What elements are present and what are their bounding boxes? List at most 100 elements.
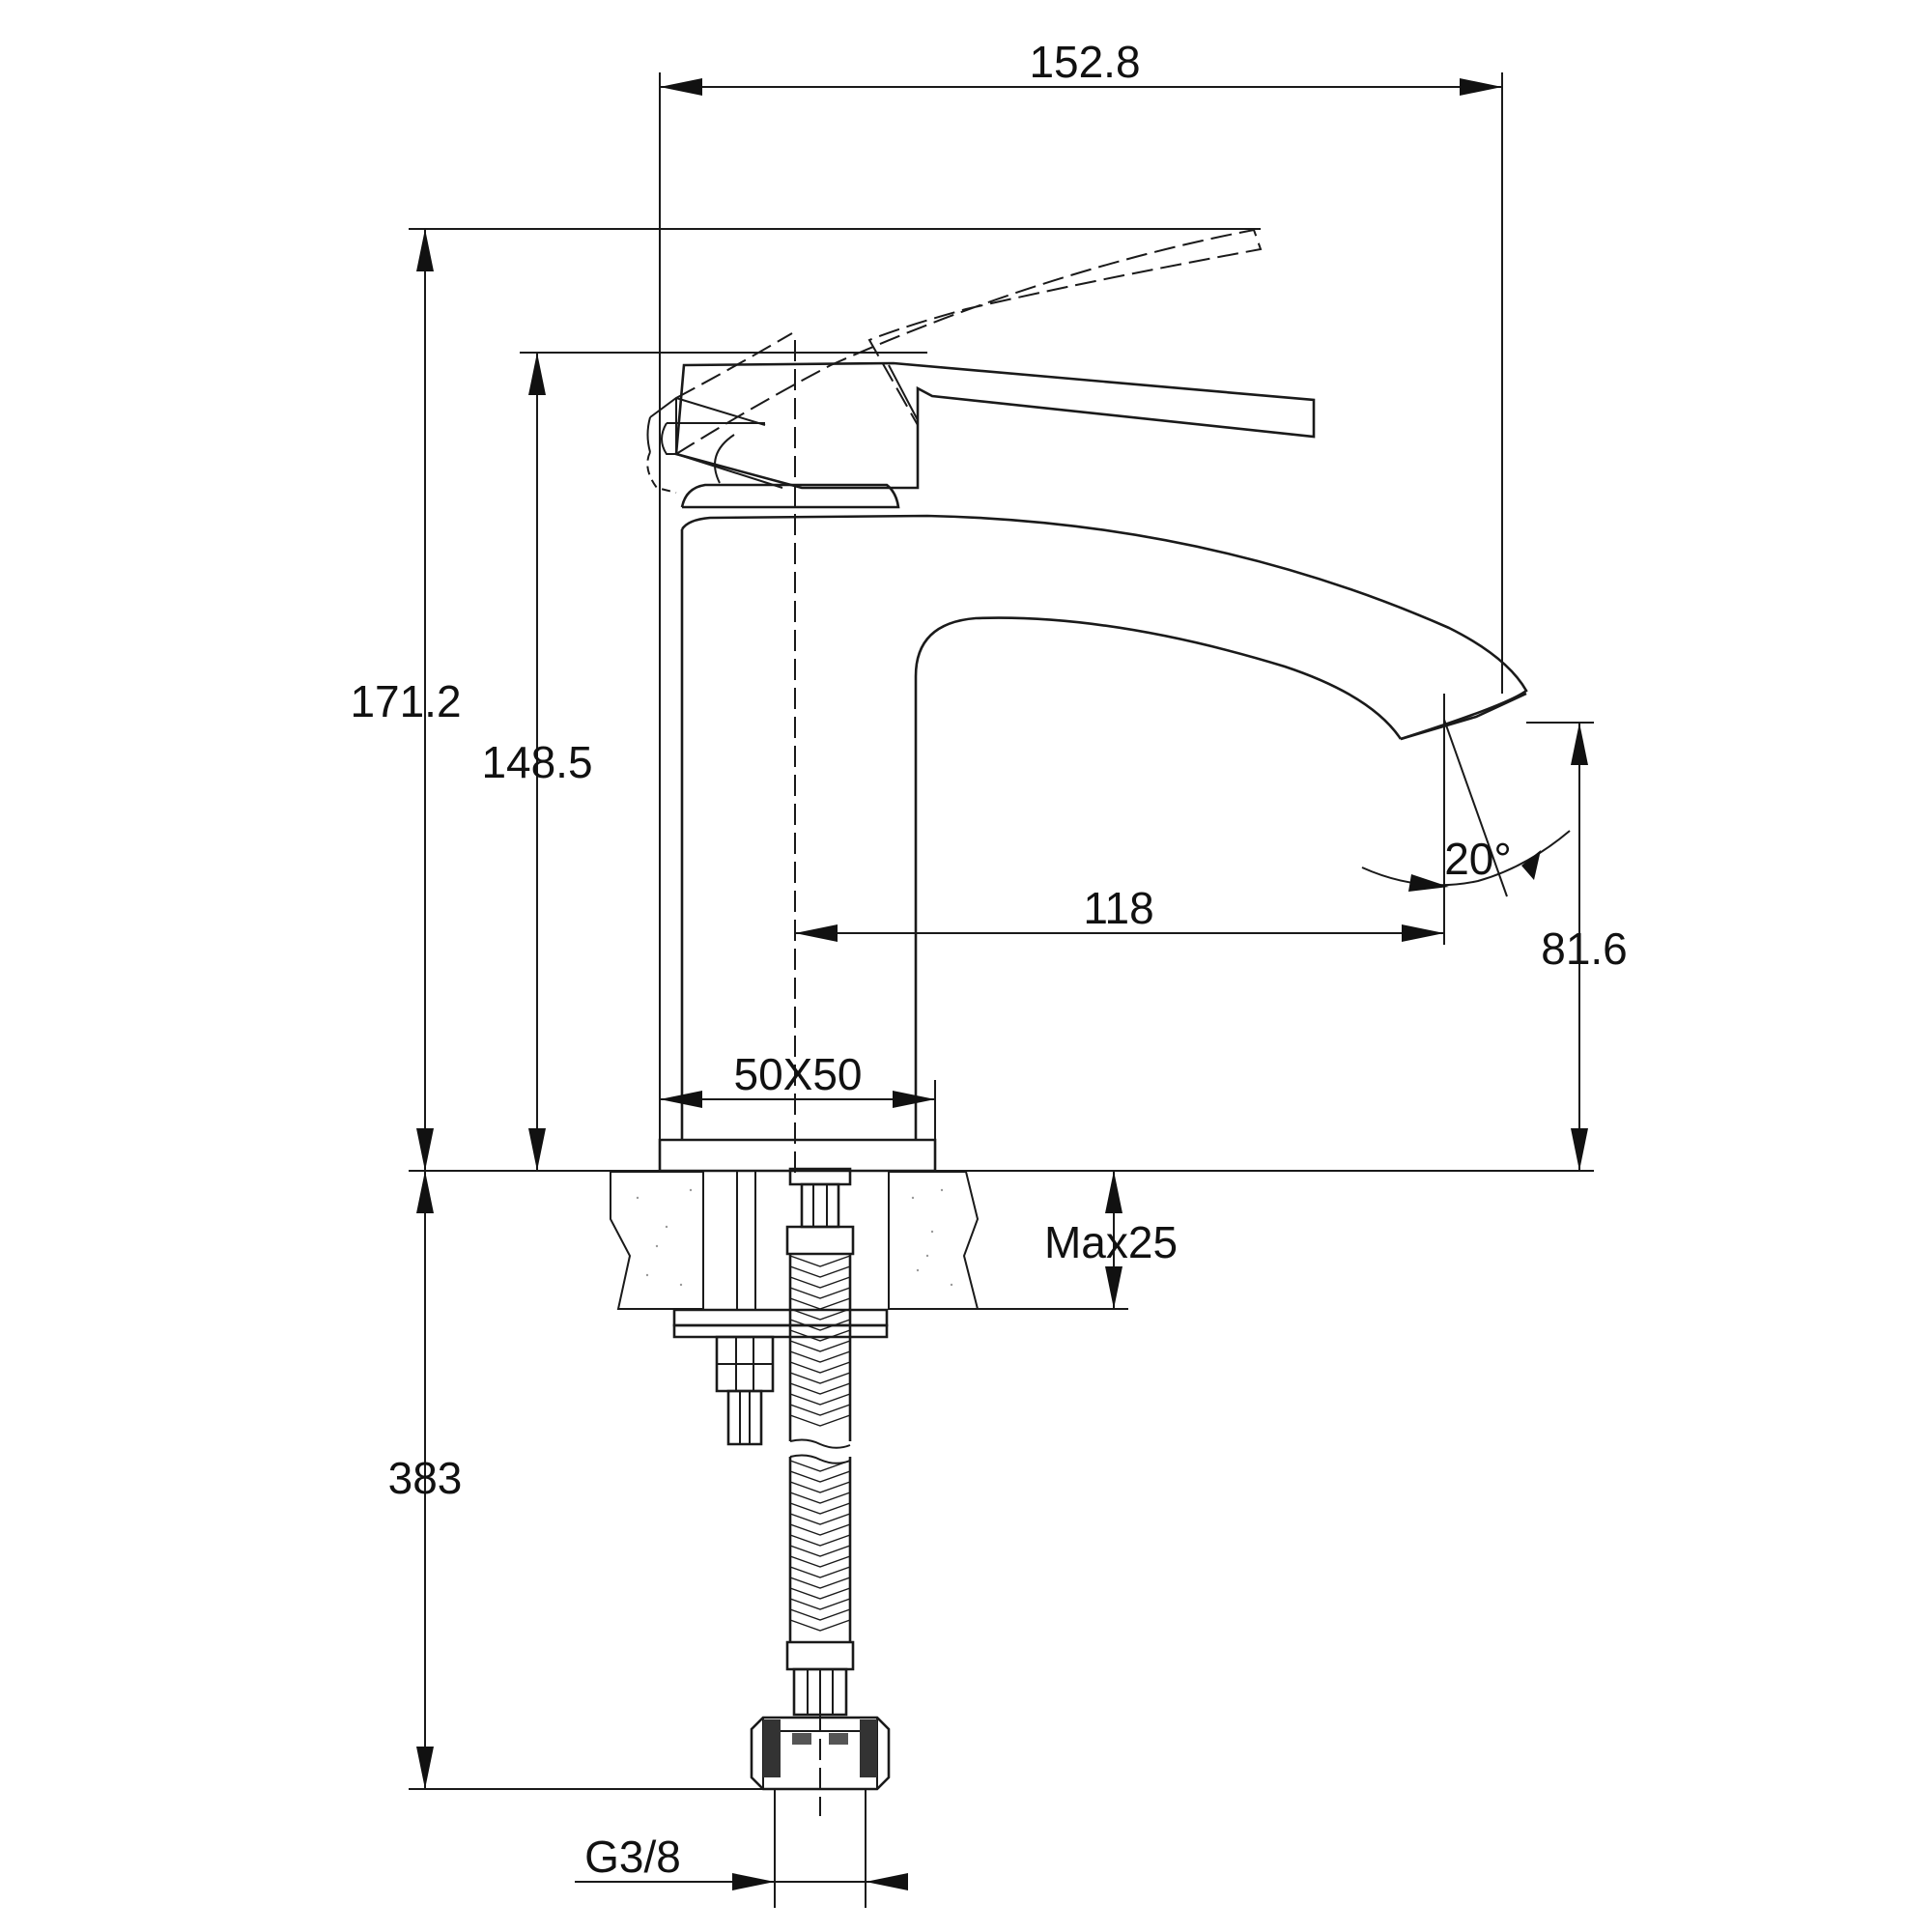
ext-lines-thread [774, 1789, 867, 1908]
mount-channel [702, 1172, 890, 1309]
dim-spout-height: 81.6 [1526, 722, 1628, 1171]
braid-chevron [789, 1297, 851, 1321]
cap-dome-left [714, 434, 735, 484]
handle-crease [888, 364, 919, 488]
fixing-plate [672, 1323, 889, 1339]
braid-chevron [789, 1566, 851, 1589]
threaded-stud [726, 1389, 763, 1446]
nut-facets [717, 1337, 773, 1391]
handle-nose [649, 396, 766, 426]
hose-break-upper [789, 1438, 851, 1449]
arrow-top [416, 229, 434, 271]
arrow-left [795, 924, 838, 942]
seal-washer [792, 1733, 848, 1745]
mounting-nut [715, 1335, 775, 1446]
cartridge-cap [680, 483, 900, 509]
label-spout-height: 81.6 [1541, 923, 1628, 974]
label-total-height: 171.2 [350, 676, 461, 726]
hose-braid-pattern [789, 1255, 851, 1632]
spout-underside-curve [914, 616, 1403, 1140]
label-base-size: 50X50 [733, 1049, 862, 1099]
braid-chevron [789, 1545, 851, 1568]
countertop-right-block [888, 1171, 980, 1310]
handle-knob-curve [661, 422, 676, 455]
label-spout-reach: 118 [1083, 883, 1153, 933]
dim-spout-angle: 20° [1361, 719, 1571, 897]
dim-total-height: 171.2 [350, 228, 1261, 1171]
arrow-bottom [416, 1128, 434, 1171]
fixing-washer [672, 1308, 889, 1327]
hose-top-collar [800, 1182, 840, 1229]
countertop-left-block [610, 1171, 704, 1310]
braid-chevron [789, 1502, 851, 1525]
handle-solid-outline [674, 361, 1316, 490]
dim-thread: G3/8 [575, 1789, 908, 1908]
dim-hose-length: 383 [388, 1171, 773, 1790]
label-hose-length: 383 [388, 1453, 463, 1503]
arrow-top [1105, 1171, 1122, 1213]
dim-spout-reach: 118 [795, 694, 1445, 945]
braid-chevron [789, 1481, 851, 1504]
hose-bottom-collar [792, 1667, 848, 1717]
hose-crimp-top [785, 1225, 855, 1256]
angle-arrow-left [1408, 874, 1449, 892]
braid-chevron [789, 1382, 851, 1406]
arrow-right [1460, 78, 1502, 96]
dim-counter-thickness: Max25 [978, 1171, 1178, 1310]
handle-raised-knob [646, 451, 677, 494]
hose-crimp-bottom [785, 1640, 855, 1671]
braid-chevron [789, 1587, 851, 1610]
arrow-bottom [1571, 1128, 1588, 1171]
dim-total-width: 152.8 [659, 37, 1503, 1140]
handle-raised-lower [675, 332, 793, 399]
angle-arrow-right [1521, 850, 1541, 880]
braid-chevron [789, 1523, 851, 1547]
arrow-top [1571, 723, 1588, 765]
hose-top-fitting [788, 1167, 852, 1186]
stud-thread [739, 1391, 751, 1444]
hose-tube-upper [788, 1254, 852, 1441]
spout-tip [1400, 692, 1527, 741]
dim-base-size: 50X50 [660, 1049, 936, 1140]
countertop-section [610, 1171, 980, 1339]
arrow-left [660, 78, 702, 96]
label-thread: G3/8 [584, 1832, 681, 1882]
arrow-right [1402, 924, 1444, 942]
hose-break-lower [789, 1454, 851, 1464]
dim-handle-height: 148.5 [481, 352, 927, 1171]
swivel-nut-section-fill [763, 1719, 877, 1777]
angle-ray [1443, 719, 1508, 897]
mounting-stud [736, 1172, 756, 1309]
handle-front-face [675, 398, 783, 489]
arrow-top [416, 1171, 434, 1213]
arrow-bottom [1105, 1266, 1122, 1309]
hose-top-collar-lines [812, 1184, 828, 1227]
arrow-top [528, 353, 546, 395]
handle-raised-outline [675, 228, 1263, 455]
arrow-right [866, 1873, 908, 1890]
braid-chevron [789, 1608, 851, 1632]
lever-handle [646, 361, 1316, 490]
braid-chevron [789, 1319, 851, 1342]
handle-knob-rim [646, 416, 651, 453]
base-plate [658, 1138, 937, 1173]
braid-chevron [789, 1460, 851, 1483]
hose-tube-lower [788, 1457, 852, 1642]
label-total-width: 152.8 [1029, 37, 1140, 87]
lever-handle-raised [646, 228, 1263, 494]
braid-chevron [789, 1255, 851, 1278]
flexible-hose [750, 1167, 891, 1816]
braid-chevron [789, 1276, 851, 1299]
label-counter-thickness: Max25 [1044, 1217, 1178, 1267]
braid-chevron [789, 1340, 851, 1363]
angle-arc [1361, 830, 1571, 887]
arrow-right [893, 1091, 935, 1108]
arrow-left [732, 1873, 775, 1890]
label-spout-angle: 20° [1444, 834, 1512, 884]
arrow-left [660, 1091, 702, 1108]
braid-chevron [789, 1404, 851, 1427]
arrow-bottom [416, 1747, 434, 1789]
braid-chevron [789, 1361, 851, 1384]
countertop-texture [636, 1188, 953, 1287]
